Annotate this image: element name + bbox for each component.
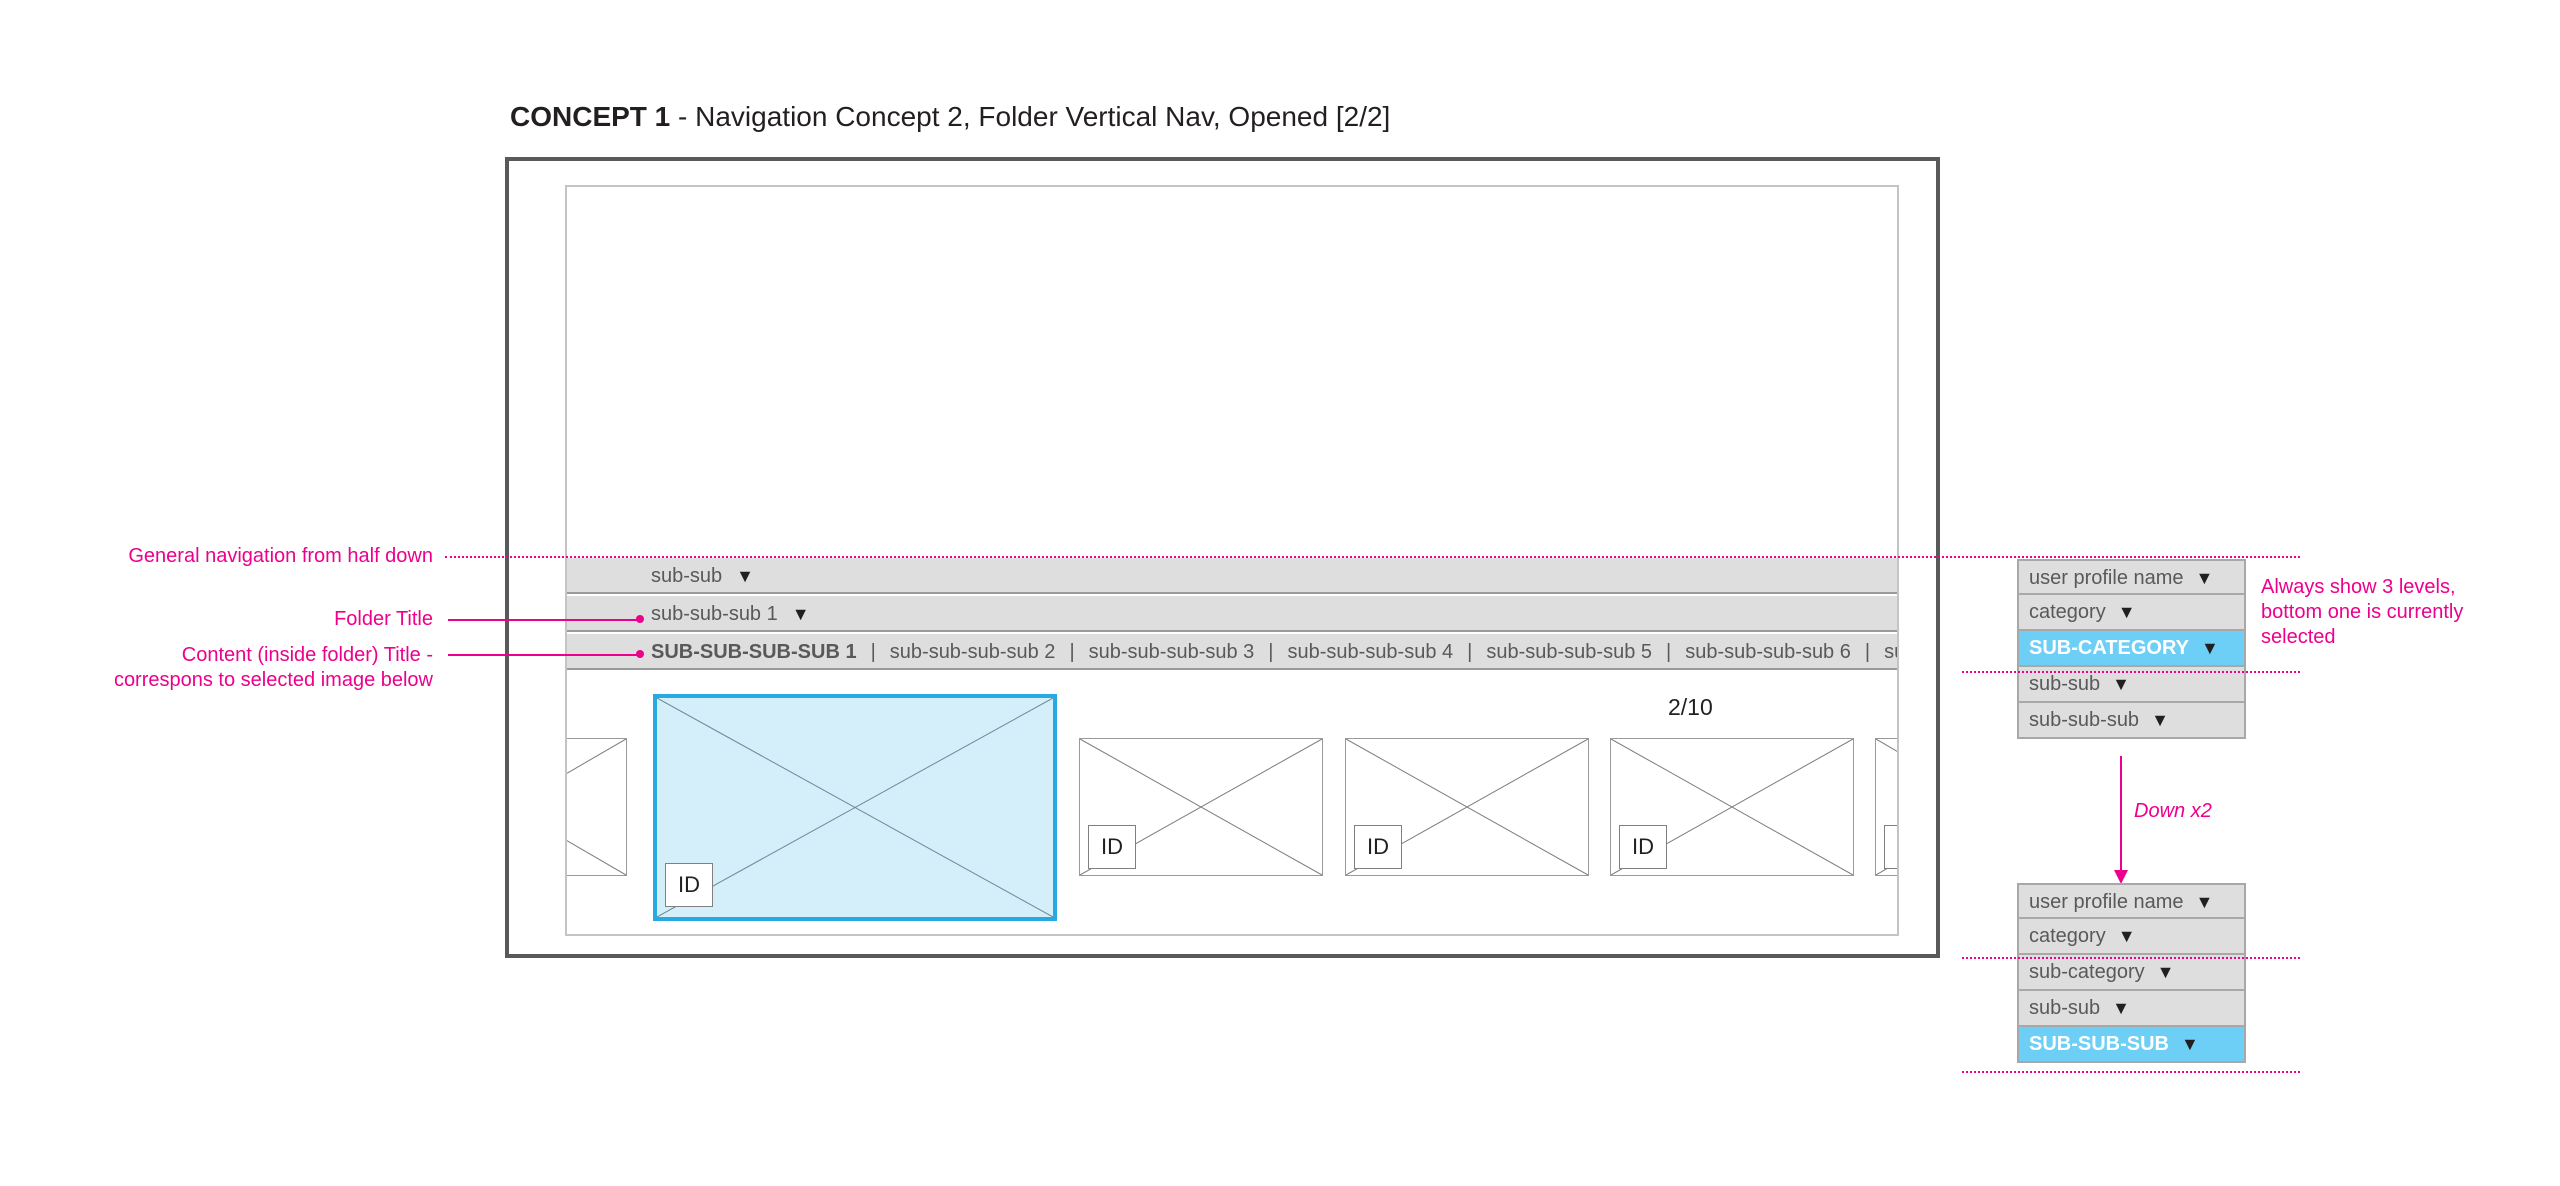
triangle-down-icon: ▼ [2201, 638, 2219, 658]
annotation-down: Down x2 [2134, 800, 2212, 822]
stack-item-sub-sub-sub[interactable]: sub-sub-sub▼ [2017, 703, 2246, 739]
level-stack-before: user profile name▼ category▼ SUB-CATEGOR… [2017, 559, 2246, 739]
folder-title-label: sub-sub-sub 1 [651, 603, 778, 625]
thumbnail[interactable]: ID [1345, 738, 1589, 876]
pointer-line-folder [448, 619, 640, 621]
tab-content-2[interactable]: sub-sub-sub-sub 2 [889, 641, 1056, 663]
stack-item-sub-sub-sub-selected[interactable]: SUB-SUB-SUB▼ [2017, 1027, 2246, 1063]
stack-item-category[interactable]: category▼ [2017, 919, 2246, 955]
triangle-down-icon: ▼ [2195, 568, 2214, 588]
stack-item-sub-category-selected[interactable]: SUB-CATEGORY▼ [2017, 631, 2246, 667]
thumbnail-id: ID [1354, 825, 1402, 869]
annotation-always-show: Always show 3 levels, bottom one is curr… [2261, 576, 2464, 648]
stack-item-sub-sub[interactable]: sub-sub▼ [2017, 991, 2246, 1027]
pointer-dot-content [636, 650, 644, 658]
down-arrow-line [2120, 756, 2122, 876]
page-counter: 2/10 [1668, 694, 1713, 720]
guide-line-stack2-top [1962, 957, 2300, 959]
thumbnail-id: ID [665, 863, 713, 907]
thumbnail-partial-left[interactable] [567, 738, 627, 876]
guide-line-stack2-bottom [1962, 1071, 2300, 1073]
triangle-down-icon: ▼ [2151, 710, 2169, 730]
thumbnail-id: ID [1619, 825, 1667, 869]
tab-content-7[interactable]: sub- [1884, 641, 1897, 663]
stack-item-user-profile[interactable]: user profile name▼ [2017, 883, 2246, 919]
page-title: CONCEPT 1 - Navigation Concept 2, Folder… [510, 101, 1391, 132]
screen: sub-sub ▼ sub-sub-sub 1 ▼ SUB-SUB-SUB-SUB … [565, 185, 1899, 936]
triangle-down-icon: ▼ [2156, 962, 2175, 982]
tab-content-6[interactable]: sub-sub-sub-sub 6 [1685, 641, 1851, 663]
triangle-down-icon[interactable]: ▼ [791, 604, 810, 624]
annotation-general-navigation: General navigation from half down [128, 545, 433, 567]
annotation-folder-title: Folder Title [334, 608, 433, 630]
pointer-dot-folder [636, 615, 644, 623]
pointer-line-content [448, 654, 640, 656]
guide-line-stack1-bottom [1962, 671, 2300, 673]
thumbnail[interactable]: ID [1079, 738, 1323, 876]
thumbnail[interactable]: ID [1610, 738, 1854, 876]
stack-item-sub-sub[interactable]: sub-sub▼ [2017, 667, 2246, 703]
guide-line-general [445, 556, 2300, 558]
tab-content-5[interactable]: sub-sub-sub-sub 5 [1486, 641, 1653, 663]
annotation-content-title: Content (inside folder) Title - correspo… [113, 644, 433, 691]
tab-content-3[interactable]: sub-sub-sub-sub 3 [1088, 641, 1255, 663]
thumbnail-selected[interactable]: ID [653, 694, 1057, 921]
tab-content-1[interactable]: SUB-SUB-SUB-SUB 1 [651, 641, 857, 663]
content-tab-bar: SUB-SUB-SUB-SUB 1|sub-sub-sub-sub 2|sub-… [567, 634, 1897, 670]
thumbnail-partial-right[interactable]: ID [1875, 738, 1897, 876]
stack-item-category[interactable]: category▼ [2017, 595, 2246, 631]
thumbnail-id: ID [1088, 825, 1136, 869]
triangle-down-icon: ▼ [2181, 1034, 2199, 1054]
arrow-down-icon [2114, 870, 2128, 884]
nav-level-label: sub-sub [651, 565, 723, 587]
level-stack-after: user profile name▼ category▼ sub-categor… [2017, 883, 2246, 1063]
triangle-down-icon: ▼ [2117, 602, 2136, 622]
triangle-down-icon[interactable]: ▼ [736, 566, 754, 586]
stack-item-sub-category[interactable]: sub-category▼ [2017, 955, 2246, 991]
stack-item-user-profile[interactable]: user profile name▼ [2017, 559, 2246, 595]
thumbnail-id: ID [1884, 825, 1897, 869]
nav-level-sub-sub[interactable]: sub-sub ▼ [567, 558, 1897, 594]
nav-folder-title[interactable]: sub-sub-sub 1 ▼ [567, 596, 1897, 632]
triangle-down-icon: ▼ [2195, 892, 2214, 912]
tab-content-4[interactable]: sub-sub-sub-sub 4 [1287, 641, 1454, 663]
triangle-down-icon: ▼ [2117, 926, 2136, 946]
triangle-down-icon: ▼ [2112, 674, 2130, 694]
triangle-down-icon: ▼ [2112, 998, 2130, 1018]
